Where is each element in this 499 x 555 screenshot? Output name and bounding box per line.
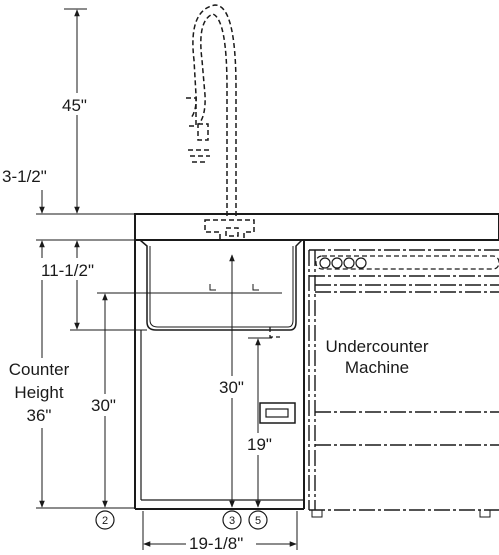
electrical-box bbox=[259, 402, 296, 424]
callout-2: 2 bbox=[95, 510, 115, 530]
sink-depth-label: 11-1/2" bbox=[41, 261, 94, 280]
machine-feet bbox=[311, 510, 491, 518]
faucet-outline bbox=[186, 4, 255, 241]
callout-5: 5 bbox=[248, 510, 268, 530]
counter-height-value: 36" bbox=[27, 406, 52, 425]
sink-bowl bbox=[139, 239, 303, 331]
callout-2-label: 2 bbox=[102, 515, 108, 527]
counter-height-line2: Height bbox=[14, 383, 63, 402]
undercounter-machine-outline bbox=[308, 249, 499, 511]
machine-label-line1: Undercounter bbox=[325, 337, 428, 356]
callout-5-label: 5 bbox=[255, 515, 261, 527]
faucet-height-label: 45" bbox=[62, 96, 87, 115]
center-30-label: 30" bbox=[219, 378, 244, 397]
callout-3: 3 bbox=[222, 510, 242, 530]
callout-3-label: 3 bbox=[229, 515, 235, 527]
sink-cabinet bbox=[134, 240, 305, 510]
counter-height-line1: Counter bbox=[9, 360, 70, 379]
backsplash-height-label: 3-1/2" bbox=[2, 167, 47, 186]
control-knobs bbox=[319, 257, 367, 269]
center-19-label: 19" bbox=[247, 435, 272, 454]
countertop bbox=[134, 213, 499, 241]
left-30-label: 30" bbox=[91, 396, 116, 415]
drain bbox=[269, 327, 280, 338]
sink-width-label: 19-1/8" bbox=[189, 534, 243, 550]
machine-label-line2: Machine bbox=[345, 358, 409, 377]
